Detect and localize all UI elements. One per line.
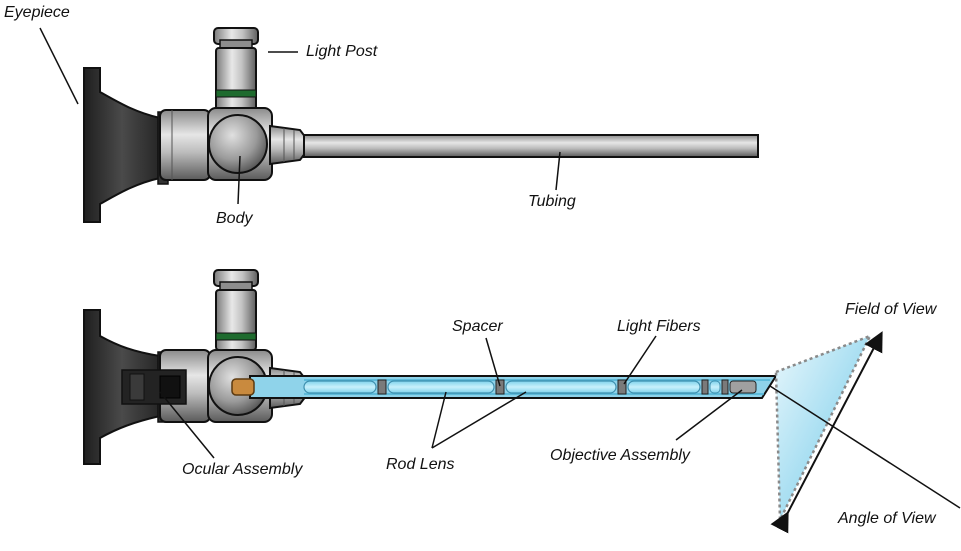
label-objective-assembly: Objective Assembly (550, 447, 690, 464)
label-light-fibers: Light Fibers (617, 318, 701, 335)
endoscope-exterior (83, 27, 759, 223)
label-angle-of-view: Angle of View (838, 510, 936, 527)
label-field-of-view: Field of View (845, 301, 937, 318)
bottom-leader-lines (159, 335, 961, 509)
label-light-post: Light Post (306, 43, 378, 60)
tubing-connector (269, 124, 307, 166)
light-post-green-band (215, 89, 257, 98)
body-valve (208, 114, 268, 174)
top-leader-lines (39, 27, 561, 205)
endoscope-cutaway (83, 269, 778, 465)
objective-assembly (709, 379, 757, 395)
label-body: Body (216, 210, 253, 227)
field-of-view (770, 331, 883, 534)
label-ocular-assembly: Ocular Assembly (182, 461, 303, 478)
body-orange-connector (231, 378, 255, 396)
spacers (377, 379, 709, 395)
label-eyepiece: Eyepiece (4, 4, 70, 21)
label-rod-lens: Rod Lens (386, 456, 455, 473)
ocular-housing (159, 109, 211, 181)
label-spacer: Spacer (452, 318, 503, 335)
eyepiece-cup (83, 67, 161, 223)
angle-of-view-arrow (770, 331, 883, 534)
label-tubing: Tubing (528, 193, 576, 210)
light-post-bottom (213, 269, 259, 351)
rod-lenses (303, 380, 701, 394)
light-post (213, 27, 259, 111)
tubing (303, 134, 759, 158)
